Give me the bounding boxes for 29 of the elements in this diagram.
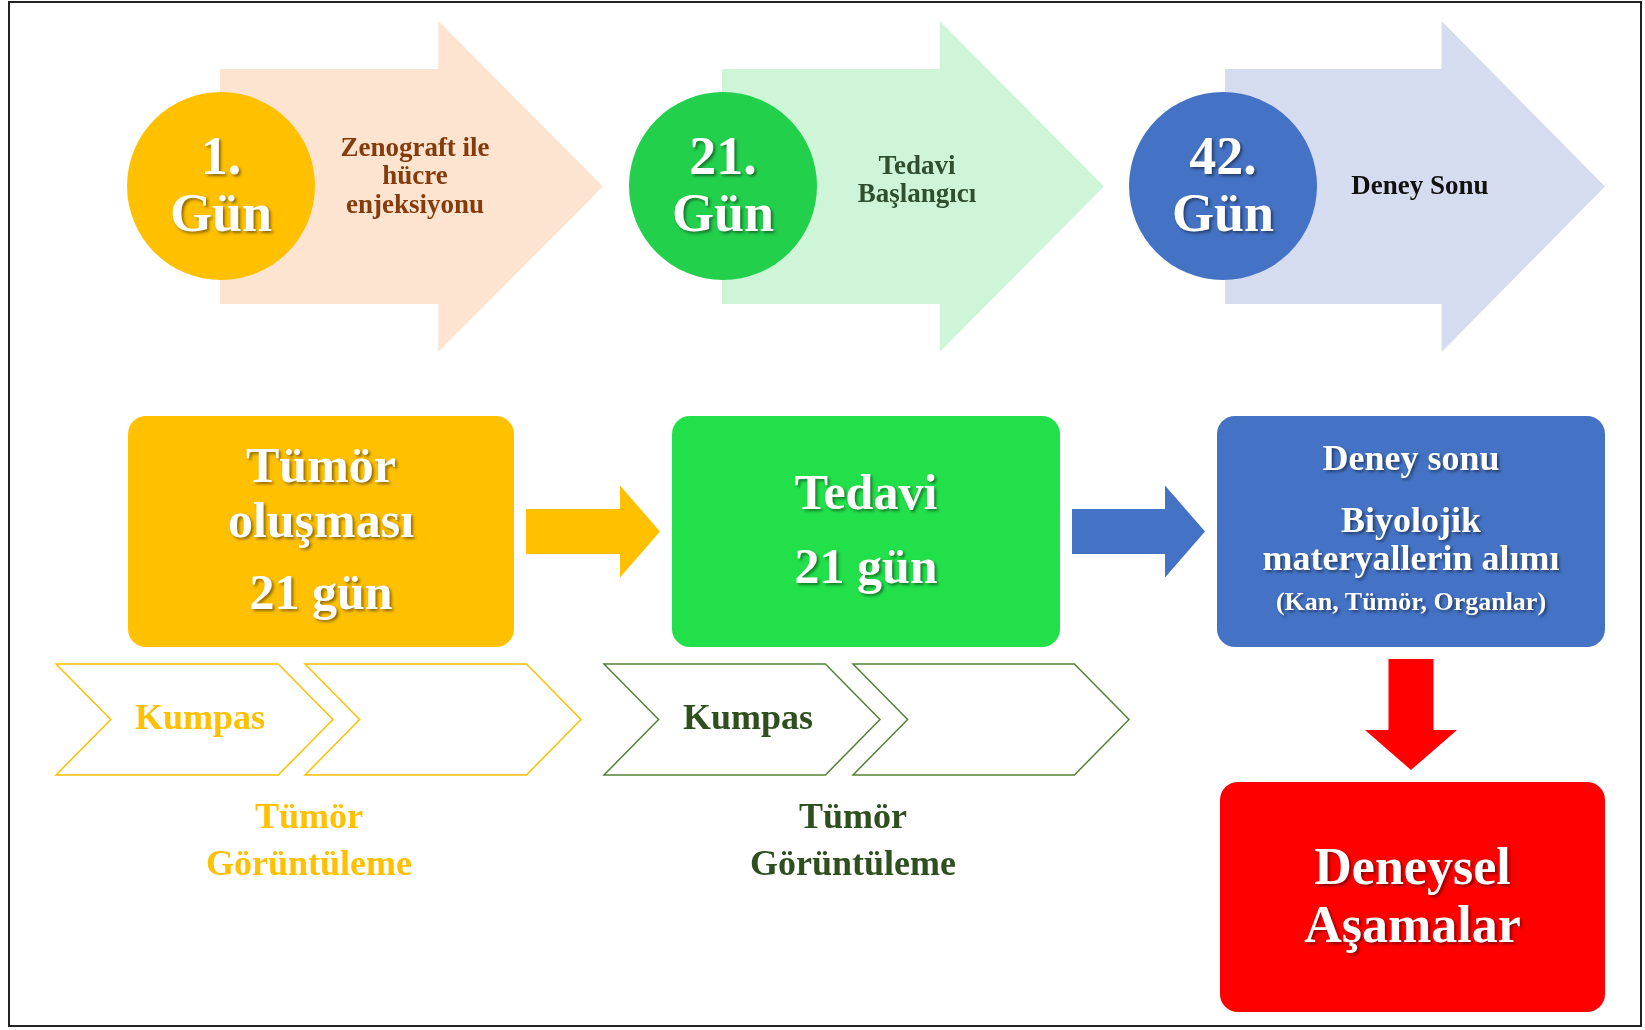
chevron-shape [603, 663, 881, 776]
step-description: Tedavi Başlangıcı [856, 151, 978, 208]
chevron-shape [304, 663, 582, 776]
box-text: Deney sonu [1321, 440, 1501, 478]
result-box [1220, 782, 1605, 1012]
day-label: 21. Gün [670, 128, 776, 242]
day-label: 1. Gün [168, 128, 274, 242]
caption-text: Tümör Görüntüleme [205, 795, 413, 885]
chevron-shape [55, 663, 334, 776]
box-text: Tedavi [793, 466, 939, 519]
day-label: 42. Gün [1170, 128, 1276, 242]
box-text: Biyolojik materyallerin alımı [1261, 502, 1561, 578]
box-text: 21 gün [248, 566, 394, 619]
step-label: Kumpas [681, 699, 814, 737]
box-text: (Kan, Tümör, Organlar) [1274, 588, 1548, 616]
step-label: Kumpas [133, 699, 266, 737]
block-arrow-connector [526, 485, 660, 578]
caption-text: Tümör Görüntüleme [749, 795, 957, 885]
process-box [672, 416, 1060, 647]
box-text: 21 gün [793, 540, 939, 593]
process-box [128, 416, 514, 647]
step-description: Zenograft ile hücre enjeksiyonu [339, 133, 491, 219]
block-arrow-connector [1365, 659, 1457, 770]
box-text: Tümör oluşması [226, 438, 416, 548]
process-box [1217, 416, 1605, 647]
chevron-shape [852, 663, 1130, 776]
box-text: Deneysel Aşamalar [1303, 838, 1522, 955]
block-arrow-connector [1072, 485, 1205, 578]
step-description: Deney Sonu [1350, 171, 1490, 200]
